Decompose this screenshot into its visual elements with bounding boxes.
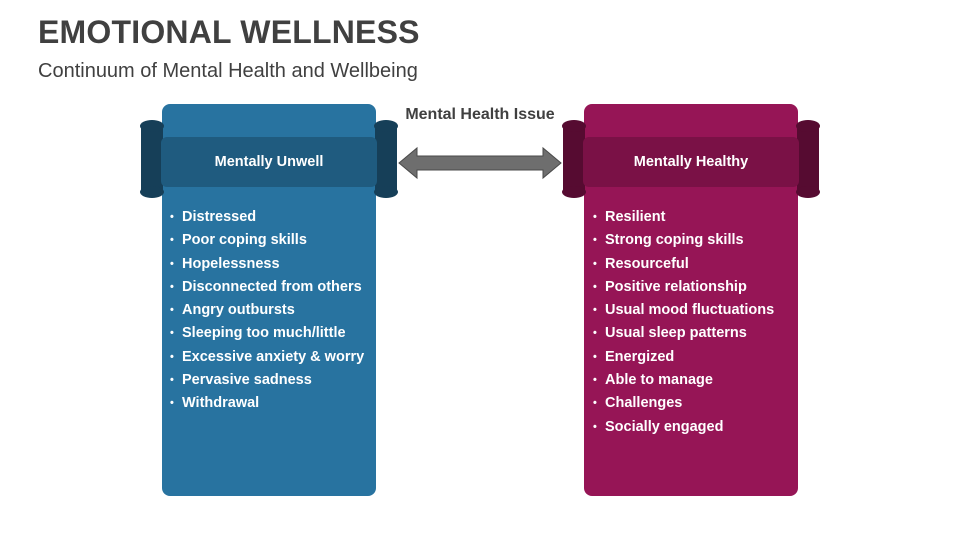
list-item: • Socially engaged: [593, 416, 774, 439]
bullet-icon: •: [593, 304, 597, 317]
bullet-icon: •: [170, 374, 174, 387]
bullet-icon: •: [593, 234, 597, 247]
bullet-icon: •: [170, 211, 174, 223]
bullet-icon: •: [593, 211, 597, 223]
list-item: • Energized: [593, 346, 774, 369]
bullet-icon: •: [170, 397, 174, 410]
bullet-icon: •: [170, 280, 174, 293]
bullet-icon: •: [593, 327, 597, 340]
mentally-healthy-heading: Mentally Healthy: [633, 154, 749, 170]
list-item-text: Socially engaged: [605, 418, 724, 435]
list-item-text: Hopelessness: [182, 255, 280, 272]
list-item: • Usual sleep patterns: [593, 322, 774, 345]
mentally-unwell-list: • Distressed • Poor coping skills • Hopelessn…: [170, 206, 364, 416]
bullet-icon: •: [170, 257, 174, 270]
mentally-unwell-ribbon: Mentally Unwell: [139, 120, 399, 202]
bullet-icon: •: [170, 327, 174, 340]
double-arrow-icon: [398, 146, 562, 180]
list-item: • Angry outbursts: [170, 299, 364, 322]
list-item: • Strong coping skills: [593, 229, 774, 252]
bullet-icon: •: [593, 280, 597, 293]
list-item-text: Energized: [605, 348, 675, 365]
list-item-text: Usual sleep patterns: [605, 325, 747, 342]
list-item-text: Strong coping skills: [605, 232, 744, 249]
list-item: • Able to manage: [593, 369, 774, 392]
list-item-text: Sleeping too much/little: [182, 325, 346, 342]
list-item: • Distressed: [170, 206, 364, 229]
bullet-icon: •: [593, 257, 597, 270]
mentally-healthy-list: • Resilient • Strong coping skills • Resource…: [593, 206, 774, 439]
bullet-icon: •: [593, 350, 597, 363]
list-item-text: Able to manage: [605, 372, 713, 389]
list-item-text: Usual mood fluctuations: [605, 302, 775, 319]
list-item: • Poor coping skills: [170, 229, 364, 252]
list-item: • Hopelessness: [170, 253, 364, 276]
list-item-text: Angry outbursts: [182, 302, 295, 319]
bullet-icon: •: [170, 234, 174, 247]
ribbon-shape: [562, 120, 820, 198]
bullet-icon: •: [593, 420, 597, 433]
slide-subtitle: Continuum of Mental Health and Wellbeing: [38, 60, 418, 82]
mentally-healthy-ribbon: Mentally Healthy: [561, 120, 821, 202]
list-item: • Excessive anxiety & worry: [170, 346, 364, 369]
list-item-text: Withdrawal: [182, 395, 260, 412]
mentally-unwell-heading: Mentally Unwell: [214, 154, 324, 170]
list-item: • Sleeping too much/little: [170, 322, 364, 345]
list-item: • Withdrawal: [170, 392, 364, 415]
list-item-text: Poor coping skills: [182, 232, 307, 249]
list-item-text: Disconnected from others: [182, 278, 362, 295]
list-item: • Challenges: [593, 392, 774, 415]
list-item: • Pervasive sadness: [170, 369, 364, 392]
list-item-text: Pervasive sadness: [182, 372, 312, 389]
bullet-icon: •: [593, 374, 597, 387]
bullet-icon: •: [593, 397, 597, 410]
list-item-text: Distressed: [182, 209, 257, 225]
list-item: • Resourceful: [593, 253, 774, 276]
list-item-text: Challenges: [605, 395, 683, 412]
list-item: • Usual mood fluctuations: [593, 299, 774, 322]
ribbon-shape: [140, 120, 398, 198]
list-item-text: Resourceful: [605, 255, 689, 272]
bullet-icon: •: [170, 350, 174, 363]
list-item-text: Excessive anxiety & worry: [182, 348, 365, 365]
mental-health-issue-label: Mental Health Issue: [405, 106, 555, 123]
list-item: • Disconnected from others: [170, 276, 364, 299]
slide-title: EMOTIONAL WELLNESS: [38, 14, 420, 50]
list-item: • Resilient: [593, 206, 774, 229]
list-item-text: Resilient: [605, 209, 666, 225]
bullet-icon: •: [170, 304, 174, 317]
list-item: • Positive relationship: [593, 276, 774, 299]
list-item-text: Positive relationship: [605, 278, 747, 295]
